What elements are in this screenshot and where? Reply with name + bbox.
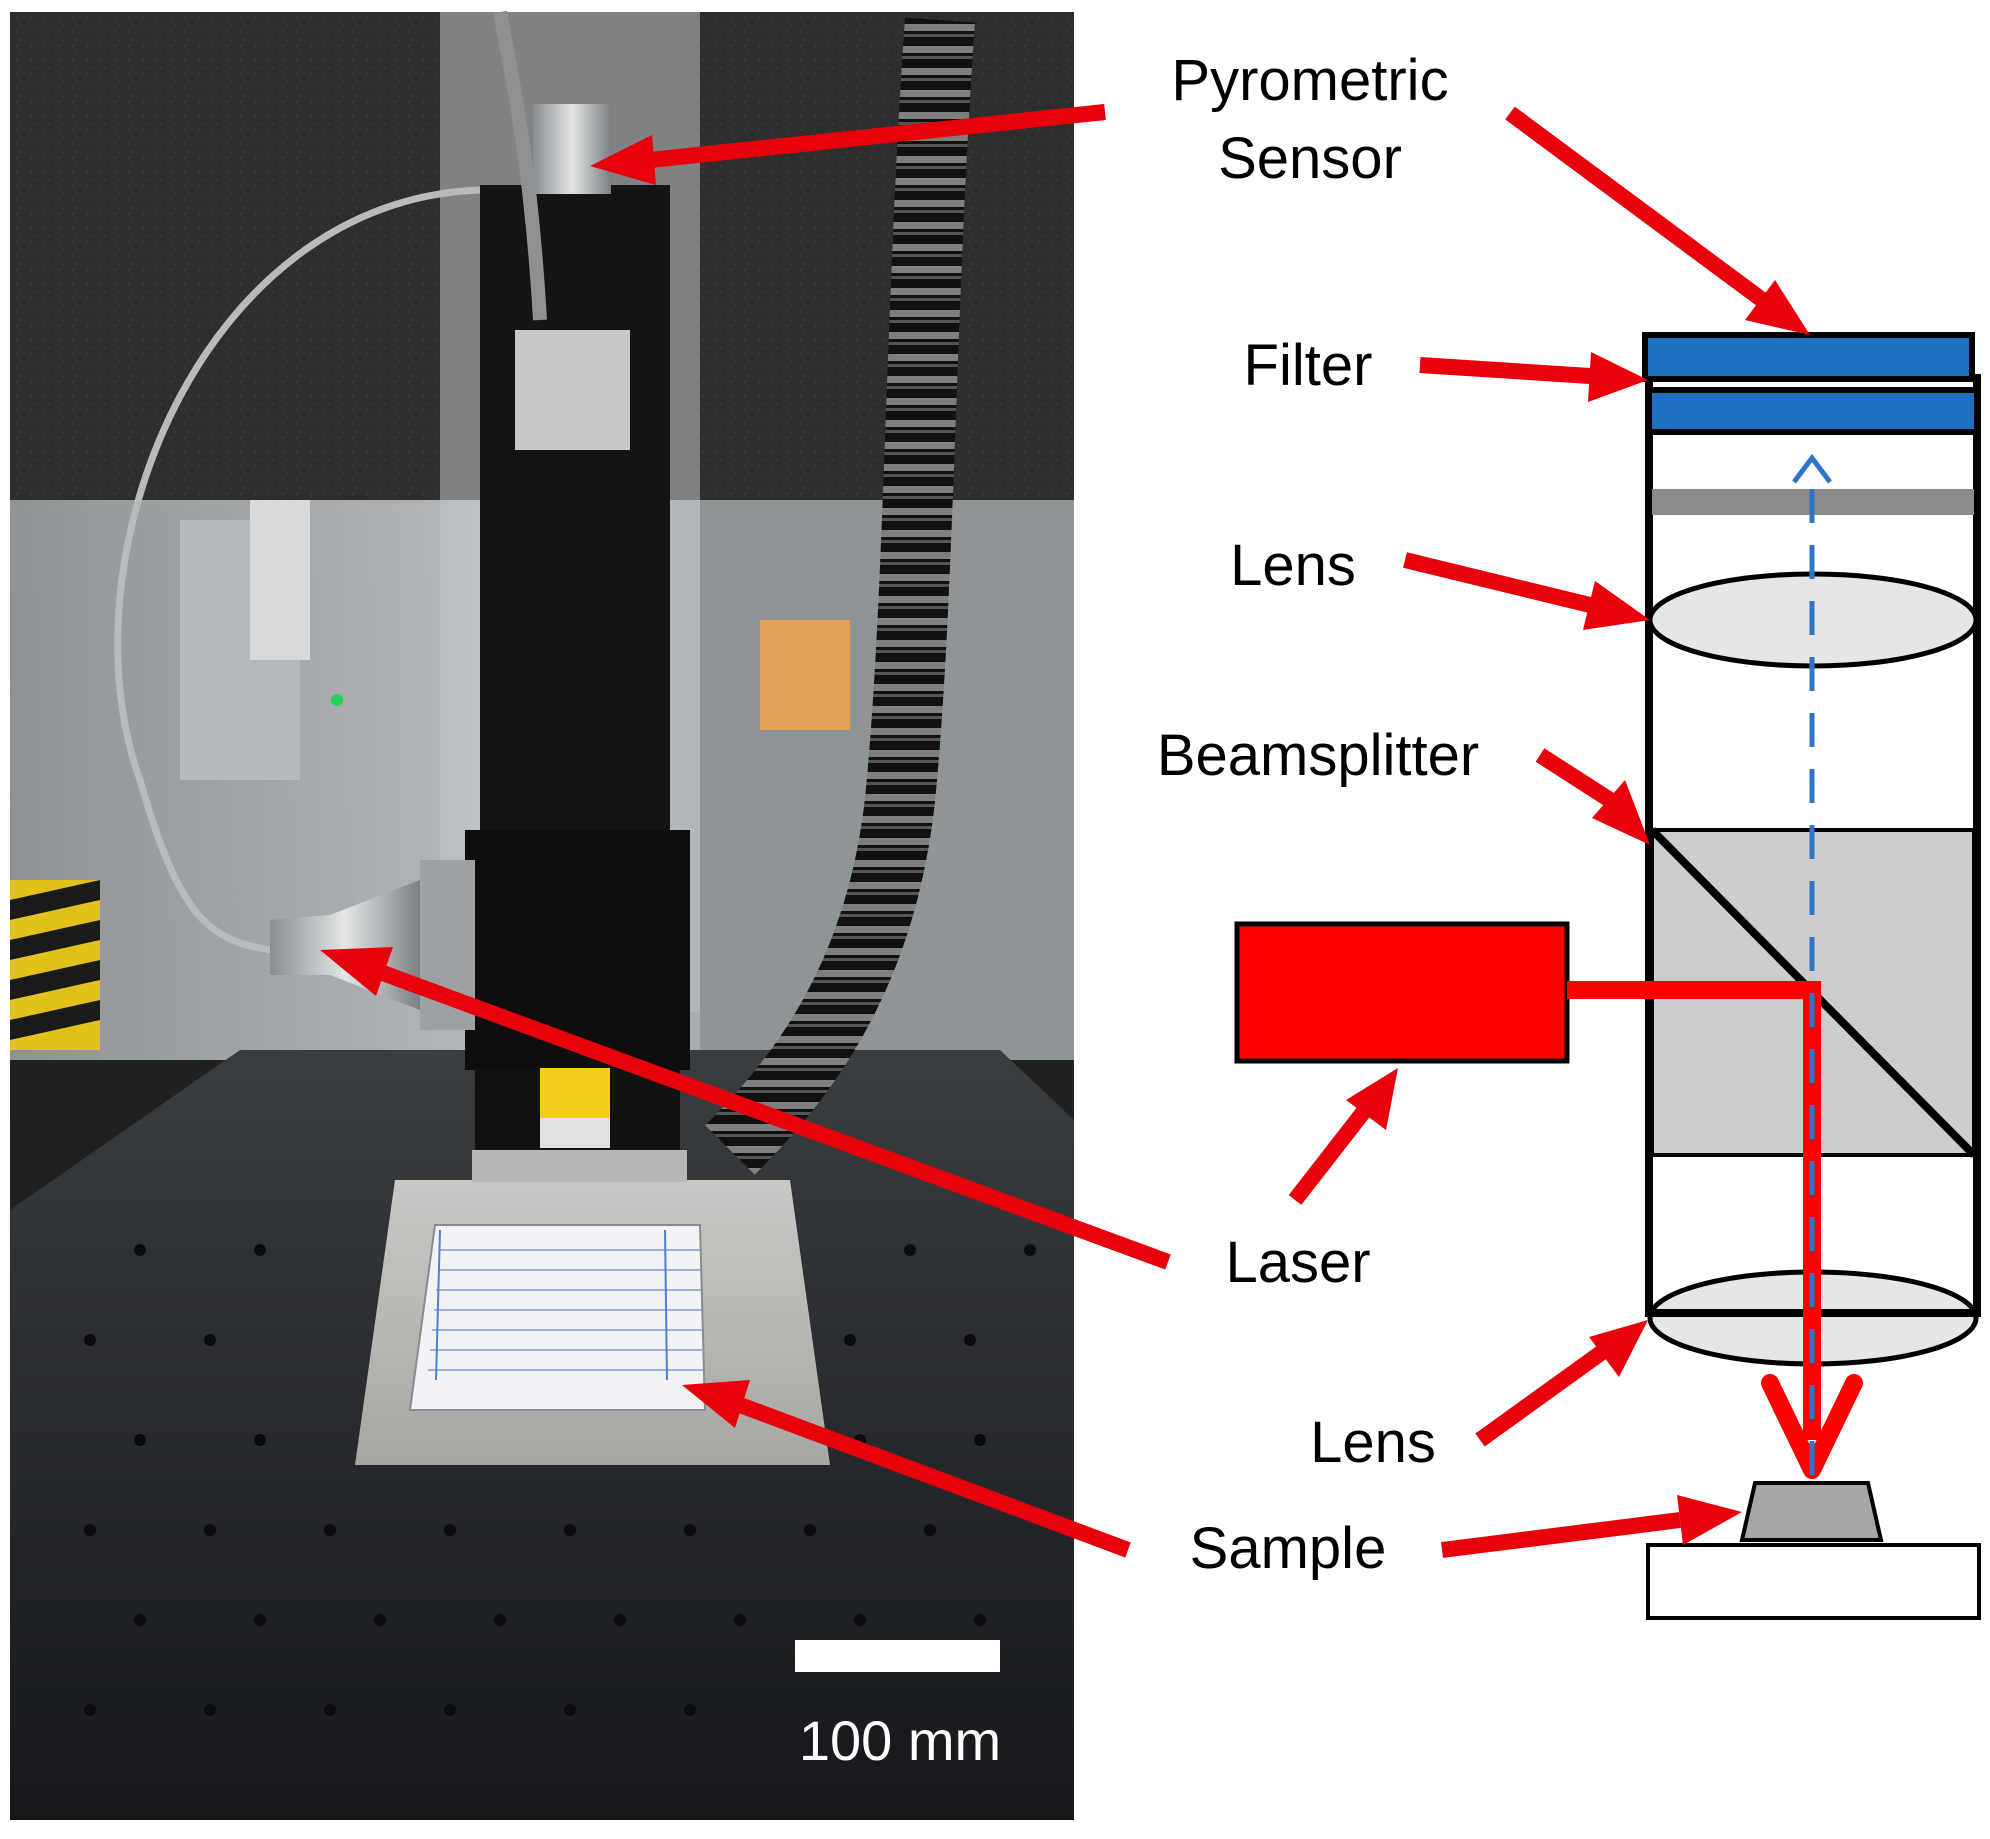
orange-chair: [760, 620, 850, 730]
photograph: 100 mm: [10, 10, 1074, 1820]
processing-head: [480, 185, 670, 865]
arrow-sample-schematic: [1440, 1495, 1742, 1558]
label-sample: Sample: [1190, 1516, 1387, 1581]
arrow-sample-photo: [682, 1380, 1131, 1558]
cable-bracket: [515, 330, 630, 450]
label-lens-top: Lens: [1230, 533, 1356, 598]
label-pyrometric-sensor-line2: Sensor: [1218, 126, 1402, 191]
laser-source-box: [1234, 921, 1570, 1064]
label-group: Pyrometric Sensor Filter Lens Beamsplitt…: [1157, 48, 1479, 1581]
secondary-head: [250, 500, 310, 660]
scale-bar: [795, 1640, 1000, 1672]
arrow-pyrometer-photo: [590, 104, 1106, 185]
arrow-beamsplitter: [1535, 748, 1650, 845]
nozzle-ring: [472, 1150, 687, 1182]
substrate-shape: [1646, 1543, 1981, 1620]
label-filter: Filter: [1244, 333, 1373, 398]
annotation-arrows: [320, 104, 1810, 1558]
sample-shape: [1739, 1481, 1884, 1542]
label-lens-bottom: Lens: [1310, 1410, 1436, 1475]
arrow-laser-source: [1288, 1068, 1398, 1205]
schematic: [1234, 332, 1981, 1620]
optical-path-arrowhead: [1792, 453, 1832, 484]
green-led: [331, 694, 343, 706]
sample-lines: [428, 1229, 703, 1381]
sensor-cable: [493, 10, 547, 321]
sample-plate: [408, 1224, 707, 1411]
label-beamsplitter: Beamsplitter: [1157, 723, 1479, 788]
fiber-cable: [114, 186, 481, 954]
pyrometer-housing: [533, 104, 611, 194]
scale-bar-label: 100 mm: [799, 1709, 1001, 1772]
arrow-lens-bottom: [1475, 1320, 1648, 1447]
filter-bottom: [1646, 387, 1980, 435]
arrow-pyrometer-schematic: [1505, 106, 1810, 335]
head-lower-block: [465, 830, 690, 1070]
arrow-laser-photo: [320, 947, 1171, 1270]
arrow-filter: [1419, 352, 1648, 402]
laser-warning-sign: [540, 1068, 610, 1118]
fraunhofer-sticker: [540, 1118, 610, 1148]
suction-hose: [705, 17, 975, 1175]
hazard-stripes: [10, 880, 100, 1050]
label-laser: Laser: [1225, 1230, 1370, 1295]
label-pyrometric-sensor-line1: Pyrometric: [1171, 48, 1448, 113]
filter-top: [1642, 332, 1975, 382]
arrow-lens-top: [1403, 552, 1650, 630]
